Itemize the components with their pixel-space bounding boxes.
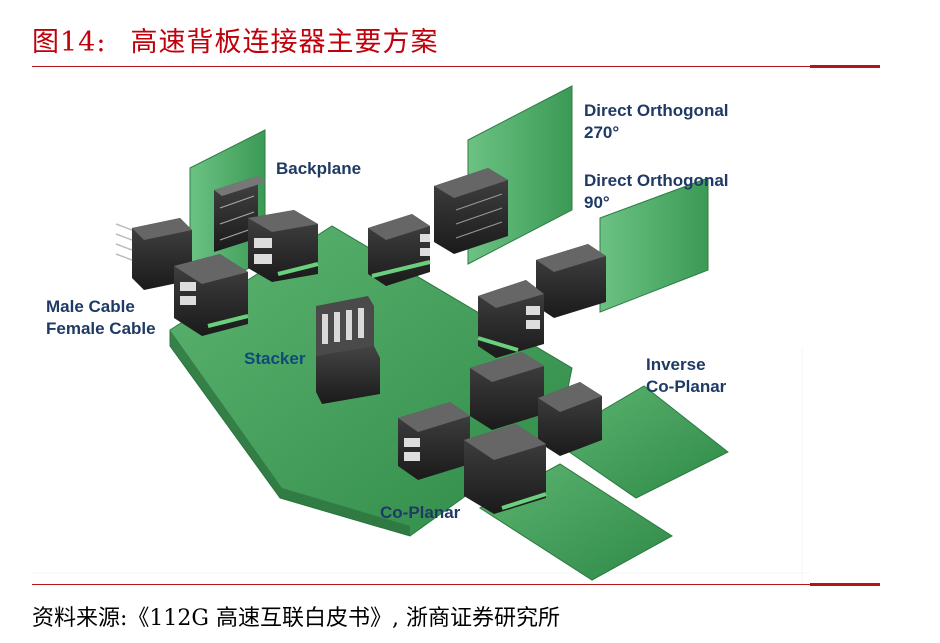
connector-coplanar-b <box>464 424 547 514</box>
label-orthogonal-90-line1: Direct Orthogonal <box>584 171 729 190</box>
diagram-svg <box>32 85 810 583</box>
connector-diagram: Backplane Direct Orthogonal 270° Direct … <box>32 68 810 583</box>
bottom-rule <box>32 584 880 585</box>
figure-number: 图14: <box>32 27 107 58</box>
top-rule <box>32 66 880 67</box>
connector-backplane-b <box>248 210 319 282</box>
label-coplanar: Co-Planar <box>380 503 461 522</box>
label-orthogonal-270-line1: Direct Orthogonal <box>584 101 729 120</box>
figure-caption: 高速背板连接器主要方案 <box>130 27 439 58</box>
connector-coplanar-a <box>398 402 470 480</box>
label-female-cable: Female Cable <box>46 319 156 338</box>
connector-orthogonal-90-a <box>536 244 606 318</box>
connector-orthogonal-270-a <box>368 214 431 286</box>
connector-inverse-b <box>538 382 602 456</box>
label-stacker: Stacker <box>244 349 306 368</box>
label-orthogonal-270-line2: 270° <box>584 123 620 142</box>
connector-female-cable <box>174 254 249 336</box>
background-grid <box>32 348 810 583</box>
label-inverse-line2: Co-Planar <box>646 377 727 396</box>
connector-inverse-a <box>470 352 544 430</box>
label-backplane: Backplane <box>276 159 362 178</box>
bottom-rule-accent <box>810 583 880 586</box>
connector-stacker <box>316 296 380 404</box>
inverse-coplanar-board <box>551 385 729 499</box>
label-inverse-line1: Inverse <box>646 355 706 374</box>
source-note: 资料来源:《112G 高速互联白皮书》, 浙商证券研究所 <box>32 606 560 631</box>
label-male-cable: Male Cable <box>46 297 135 316</box>
connector-orthogonal-270-b <box>434 168 508 254</box>
connector-backplane-a <box>214 176 266 252</box>
figure-title: 图14: 高速背板连接器主要方案 <box>32 20 438 59</box>
orthogonal-90-panel <box>599 177 709 313</box>
connector-orthogonal-90-b <box>477 280 544 358</box>
top-rule-accent <box>810 65 880 68</box>
label-orthogonal-90-line2: 90° <box>584 193 610 212</box>
main-board-edge <box>170 330 410 536</box>
